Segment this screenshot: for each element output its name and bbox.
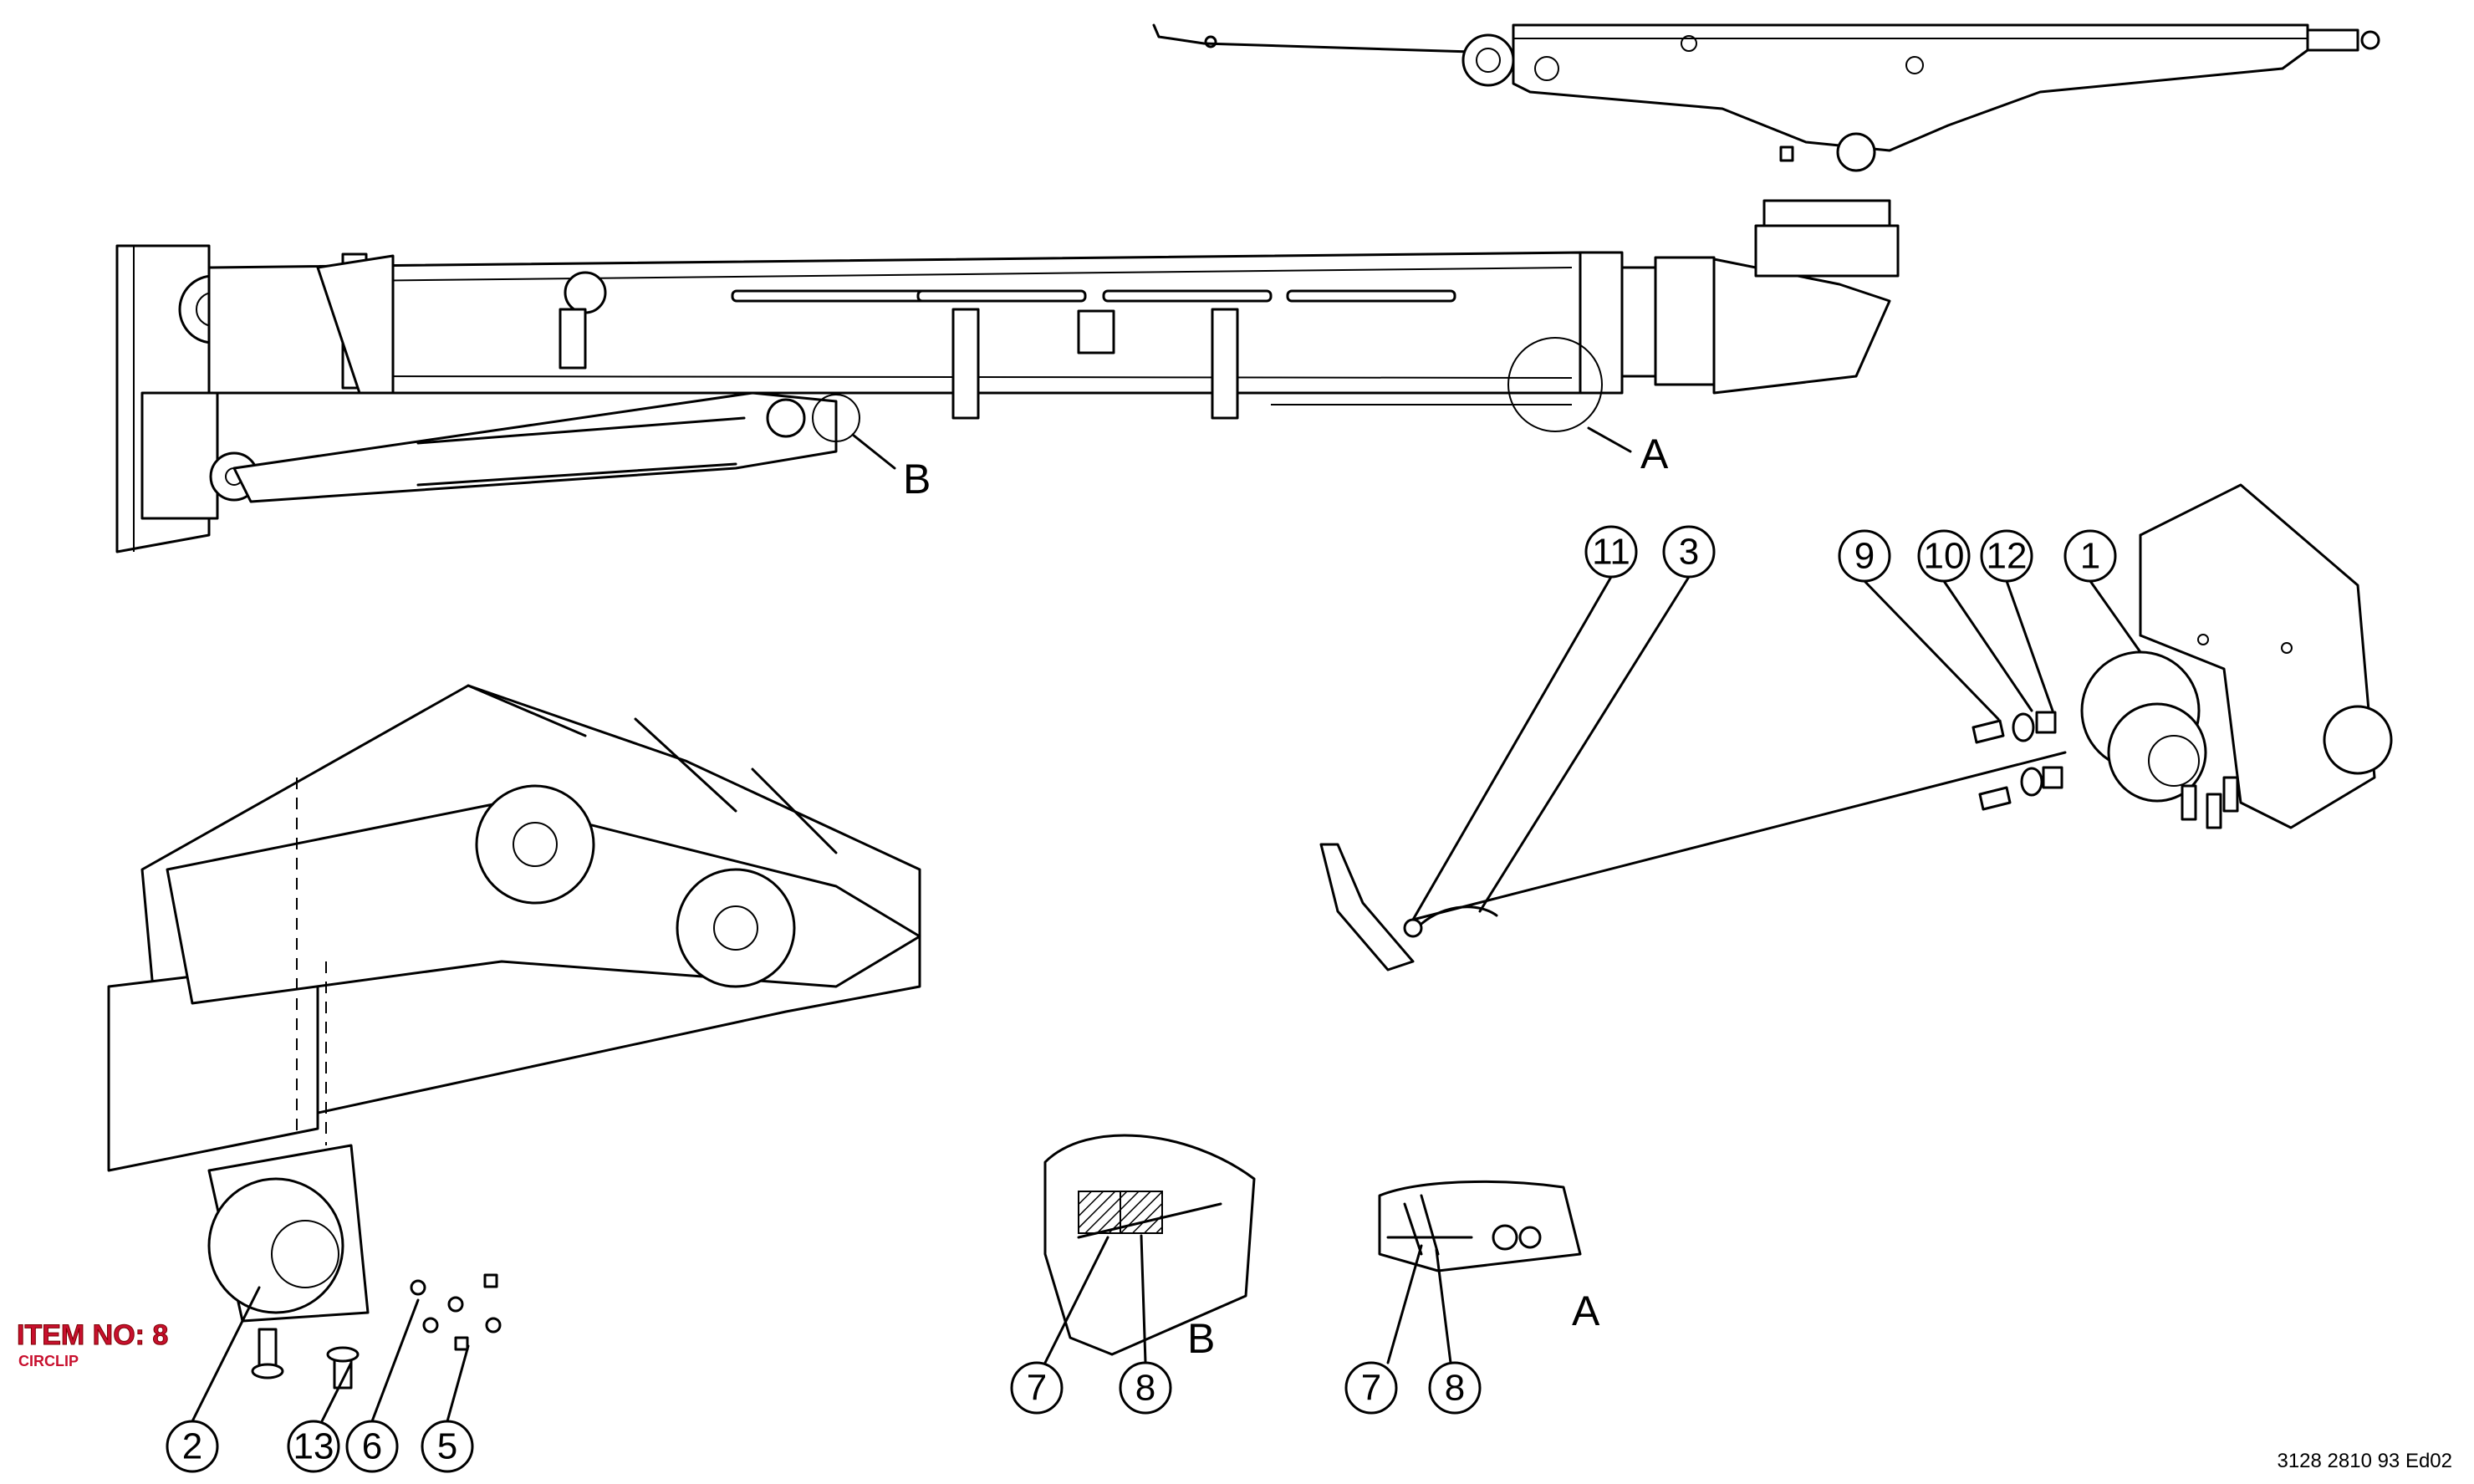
console-bolts [1972, 711, 2239, 829]
item-number-label: ITEM NO: 8 [16, 1319, 169, 1352]
balloon-13: 13 [287, 1420, 340, 1473]
view-a-callout: A [1640, 431, 1669, 477]
boom-assembly [115, 199, 1900, 553]
svg-text:7: 7 [1027, 1368, 1047, 1409]
balloon-12: 12 [1980, 529, 2033, 583]
svg-text:8: 8 [1135, 1368, 1155, 1409]
svg-text:8: 8 [1445, 1368, 1465, 1409]
balloon-11: 11 [1584, 525, 1638, 579]
svg-text:6: 6 [362, 1426, 382, 1467]
balloon-1: 1 [2063, 529, 2117, 583]
balloon-7-detail-b: 7 [1010, 1361, 1064, 1415]
svg-text:11: 11 [1592, 532, 1630, 573]
svg-text:10: 10 [1924, 536, 1965, 577]
detail-b-view [1043, 1134, 1256, 1364]
balloon-8-detail-b: 8 [1119, 1361, 1172, 1415]
balloon-5: 5 [421, 1420, 474, 1473]
balloon-leaders [191, 575, 2142, 1423]
svg-text:7: 7 [1361, 1368, 1381, 1409]
item-part-name: CIRCLIP [18, 1353, 79, 1369]
svg-text:12: 12 [1987, 536, 2028, 577]
detail-a-label: A [1572, 1288, 1600, 1334]
view-b-callout: B [903, 456, 931, 502]
svg-text:9: 9 [1854, 536, 1875, 577]
balloon-8-detail-a: 8 [1428, 1361, 1482, 1415]
document-number: 3128 2810 93 Ed02 [2277, 1450, 2452, 1472]
svg-text:1: 1 [2080, 536, 2100, 577]
balloon-9: 9 [1838, 529, 1891, 583]
iso-boom-detail [107, 684, 921, 1390]
balloon-6: 6 [345, 1420, 399, 1473]
svg-text:5: 5 [437, 1426, 457, 1467]
balloon-3: 3 [1662, 525, 1716, 579]
wire-assembly [1319, 751, 2067, 971]
balloon-2: 2 [166, 1420, 219, 1473]
balloon-10: 10 [1917, 529, 1971, 583]
top-arm-assembly [1152, 23, 2380, 172]
svg-text:2: 2 [182, 1426, 202, 1467]
detail-b-label: B [1187, 1315, 1215, 1362]
balloon-7-detail-a: 7 [1344, 1361, 1398, 1415]
svg-text:3: 3 [1679, 532, 1699, 573]
svg-text:13: 13 [293, 1426, 334, 1467]
detail-a-view [1378, 1180, 1582, 1364]
